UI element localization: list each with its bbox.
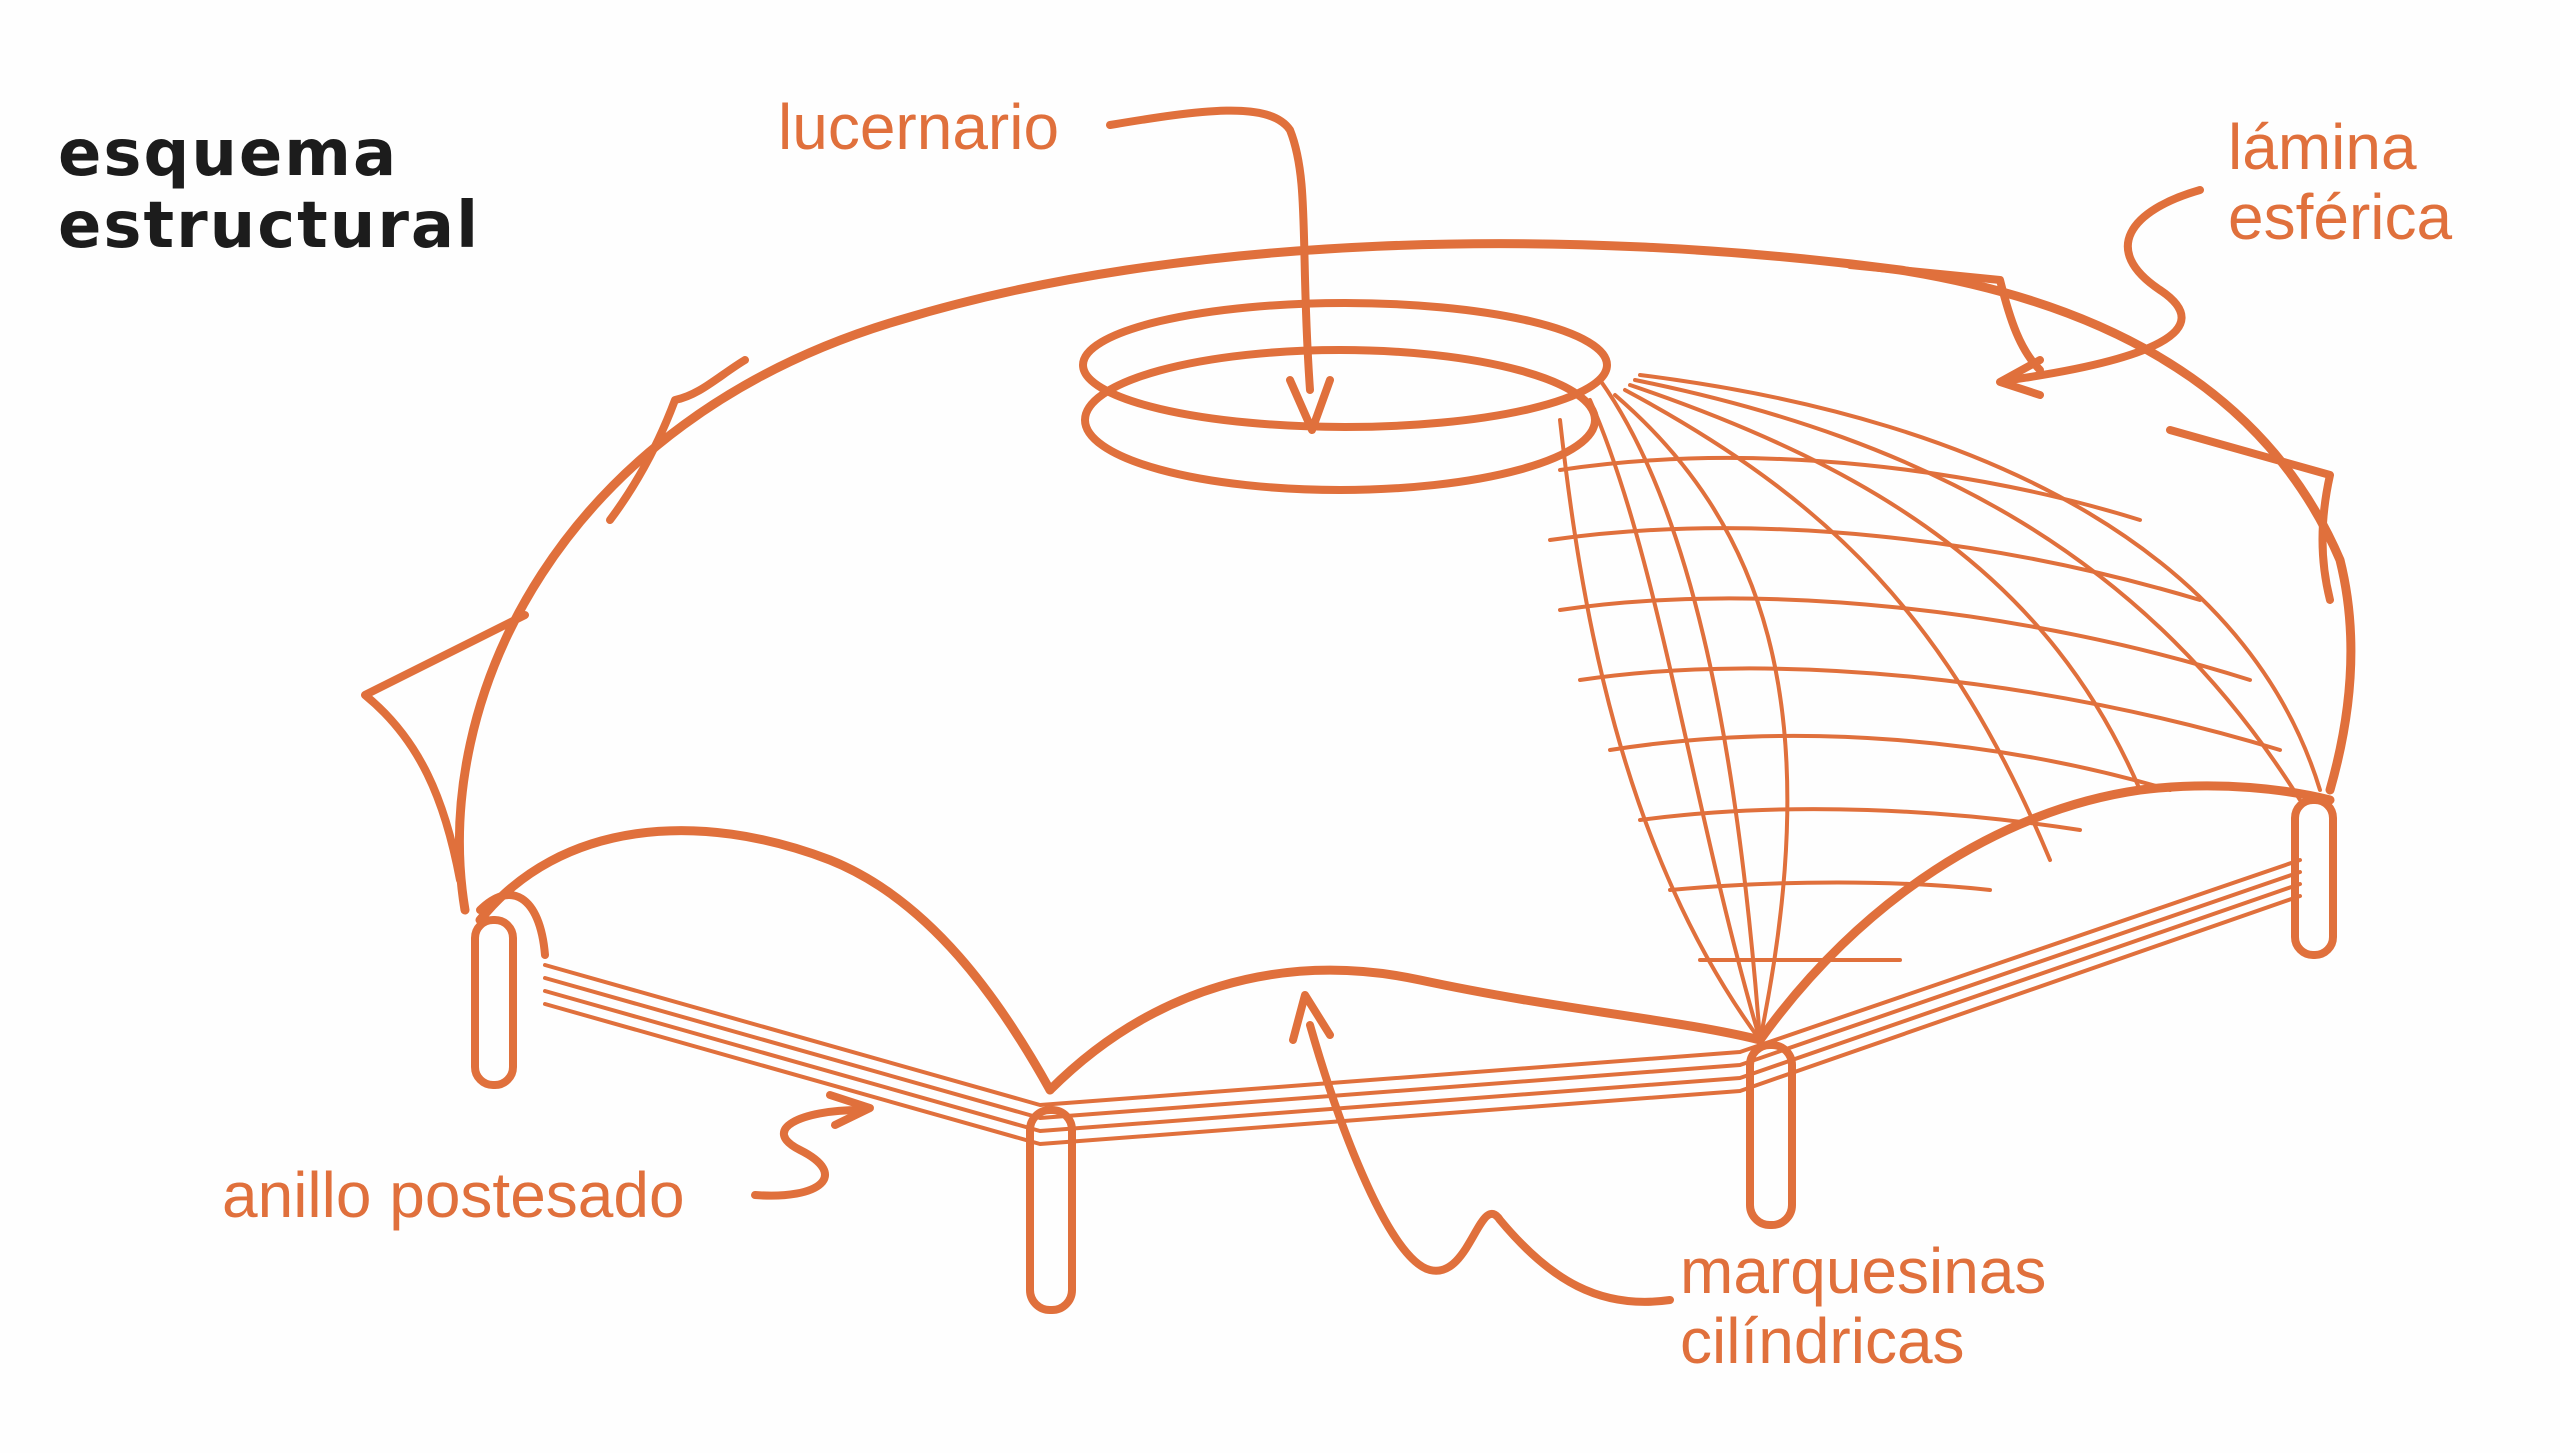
dome-outline bbox=[454, 239, 2356, 915]
column-1 bbox=[471, 916, 517, 1089]
column-4 bbox=[2291, 796, 2337, 959]
label-cylindrical-canopies: marquesinas cilíndricas bbox=[1680, 1236, 2046, 1376]
ring-line-4 bbox=[543, 894, 2302, 1146]
cusp-left-lower bbox=[361, 611, 529, 884]
diagram-title: esquema estructural bbox=[58, 118, 480, 262]
arrow-canopies bbox=[1306, 1021, 1674, 1306]
label-post-tensioned-ring: anillo postesado bbox=[222, 1160, 685, 1230]
label-shell-line-2: esférica bbox=[2228, 181, 2453, 253]
label-canopies-line-2: cilíndricas bbox=[1680, 1305, 1965, 1377]
ring-line-2 bbox=[543, 870, 2302, 1120]
label-canopies-line-1: marquesinas bbox=[1680, 1235, 2047, 1307]
arrow-ring bbox=[751, 1106, 864, 1200]
canopy-arc-3 bbox=[1755, 781, 2335, 1045]
arrow-skylight-head bbox=[1286, 376, 1334, 434]
shell-mesh-parallels bbox=[1548, 456, 2282, 963]
arrow-ring-head bbox=[826, 1091, 874, 1129]
canopy-arc-1 bbox=[475, 826, 1055, 1095]
label-skylight: lucernario bbox=[778, 92, 1059, 162]
canopy-arc-2 bbox=[1045, 965, 1765, 1095]
column-2 bbox=[1026, 1106, 1076, 1314]
ring-line-3 bbox=[543, 882, 2302, 1133]
skylight-ring-lower bbox=[1081, 346, 1599, 494]
canopy-arc-left-end bbox=[476, 891, 549, 959]
label-skylight-text: lucernario bbox=[778, 91, 1060, 163]
skylight-ring-top bbox=[1079, 299, 1611, 431]
title-line-2: estructural bbox=[58, 189, 480, 263]
title-line-1: esquema bbox=[58, 117, 399, 191]
cusp-right bbox=[2166, 426, 2334, 604]
label-shell-line-1: lámina bbox=[2228, 111, 2417, 183]
ring-line-1 bbox=[543, 858, 2302, 1107]
cusp-left-upper bbox=[606, 356, 749, 524]
column-3 bbox=[1746, 1041, 1796, 1229]
label-ring-text: anillo postesado bbox=[222, 1159, 685, 1231]
arrow-canopies-head bbox=[1289, 991, 1334, 1044]
label-spherical-shell: lámina esférica bbox=[2228, 112, 2452, 252]
arrow-shell bbox=[2006, 186, 2204, 384]
arrow-skylight bbox=[1106, 106, 1314, 394]
shell-mesh-meridians bbox=[1558, 373, 2322, 1042]
arrow-shell-head bbox=[1996, 356, 2044, 399]
